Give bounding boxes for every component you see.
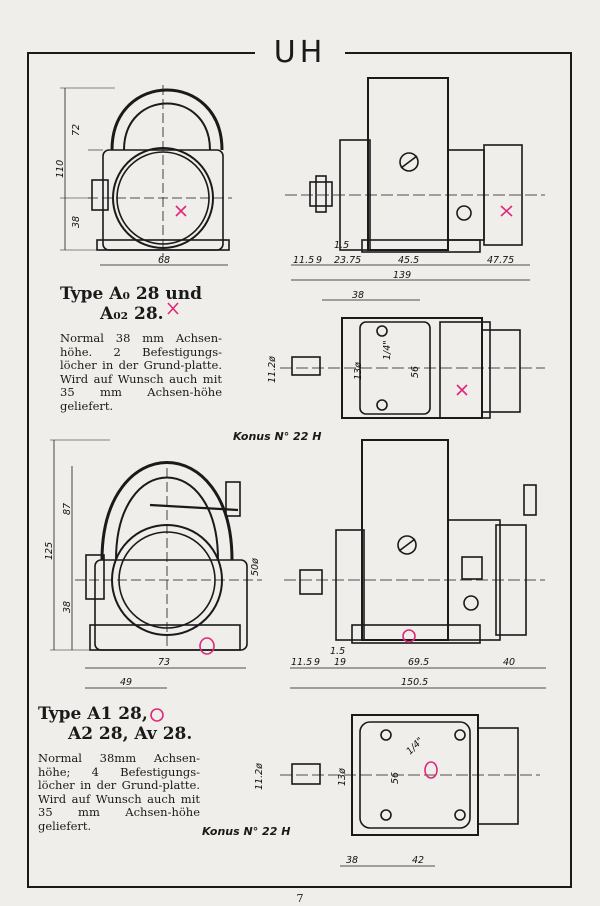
dim-139: 139 [393, 270, 411, 281]
dim-47-75: 47.75 [487, 255, 514, 266]
type-description: Normal 38mm Achsen-höhe; 4 Befestigungs-… [38, 751, 200, 833]
dim-68: 68 [158, 255, 170, 266]
brand-header: UH [255, 33, 345, 73]
dim-9b: 9 [314, 657, 320, 668]
type-description: Normal 38 mm Achsen-höhe. 2 Befestigungs… [60, 331, 222, 413]
dim-72: 72 [71, 124, 82, 136]
dim-50-dia: 50ø [250, 558, 261, 576]
dim-1-4: 1/4" [382, 340, 393, 360]
dimension-labels: 110 72 38 68 1.5 11.5 9 23.75 45.5 47.75… [44, 124, 515, 866]
dim-38-plan-b: 38 [346, 855, 358, 866]
dim-73: 73 [158, 657, 170, 668]
dim-56b: 56 [390, 772, 401, 784]
dim-19: 19 [334, 657, 346, 668]
bottom-side-view [284, 439, 546, 689]
dim-1-4b: 1/4" [404, 735, 426, 757]
top-side-view [285, 77, 545, 281]
type-title-line2: A₀₂ 28. [100, 304, 164, 324]
konus-label-top: Konus N° 22 H [233, 430, 322, 443]
dim-11-5: 11.5 [293, 255, 314, 266]
dim-23-75: 23.75 [334, 255, 361, 266]
dim-45-5: 45.5 [398, 255, 419, 266]
dim-40: 40 [503, 657, 515, 668]
dim-13-dia-b: 13ø [337, 768, 348, 786]
dim-87: 87 [62, 503, 73, 515]
dim-13-dia: 13ø [353, 362, 364, 380]
dim-110: 110 [55, 160, 66, 178]
dim-38: 38 [71, 216, 82, 228]
red-annotations [150, 205, 513, 779]
dim-42: 42 [412, 855, 424, 866]
type-title-line1: Type A₀ 28 und [60, 284, 203, 304]
type-title-line2: A2 28, Av 28. [68, 724, 193, 744]
type-title-line1: Type A1 28, [38, 704, 148, 724]
dim-38-plan: 38 [352, 290, 364, 301]
dim-1-5: 1.5 [334, 240, 349, 251]
dim-56: 56 [410, 366, 421, 378]
top-plan-view [280, 299, 545, 419]
dim-11-5b: 11.5 [291, 657, 312, 668]
dim-11-2-dia-b: 11.2ø [254, 763, 265, 790]
page-number: 7 [296, 892, 304, 905]
dim-1-5b: 1.5 [330, 646, 345, 657]
dim-125: 125 [44, 542, 55, 560]
dim-49: 49 [120, 677, 132, 688]
dim-150-5: 150.5 [401, 677, 428, 688]
dim-38b: 38 [62, 601, 73, 613]
konus-label-bottom: Konus N° 22 H [202, 825, 291, 838]
type-section-2: Type A1 28, A2 28, Av 28. Normal 38mm Ac… [38, 704, 200, 833]
bottom-front-view [50, 439, 262, 689]
dim-11-2-dia: 11.2ø [267, 356, 278, 383]
top-front-view [60, 85, 232, 266]
bottom-plan-view [280, 714, 540, 867]
dim-9: 9 [316, 255, 322, 266]
dim-69-5: 69.5 [408, 657, 429, 668]
type-section-1: Type A₀ 28 und A₀₂ 28. Normal 38 mm Achs… [60, 284, 222, 413]
